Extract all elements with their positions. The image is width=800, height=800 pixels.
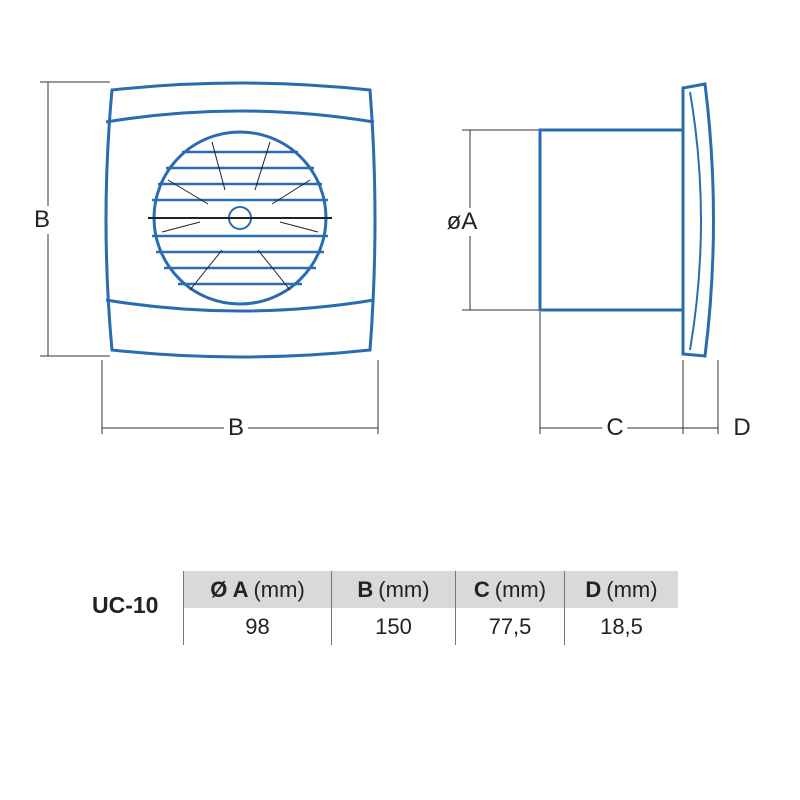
header-a: Ø A(mm) — [183, 571, 331, 608]
value-c: 77,5 — [455, 608, 564, 645]
value-a: 98 — [183, 608, 331, 645]
value-d: 18,5 — [564, 608, 678, 645]
table-header-row: Ø A(mm) B(mm) C(mm) D(mm) — [183, 571, 678, 608]
side-view — [538, 82, 715, 358]
header-b: B(mm) — [331, 571, 455, 608]
header-d: D(mm) — [564, 571, 678, 608]
table-row: 98 150 77,5 18,5 — [183, 608, 678, 645]
dimension-lines — [40, 81, 719, 434]
value-b: 150 — [331, 608, 455, 645]
fan-blades — [161, 141, 319, 291]
front-height-label: B — [29, 206, 55, 234]
depth-d-label: D — [729, 414, 755, 442]
dimensions-table: Ø A(mm) B(mm) C(mm) D(mm) 98 150 77,5 18… — [183, 571, 678, 645]
diameter-label: øA — [442, 208, 482, 236]
front-view — [104, 81, 377, 359]
depth-c-label: C — [602, 414, 628, 442]
model-name: UC-10 — [92, 592, 159, 618]
front-width-label: B — [223, 414, 249, 442]
header-c: C(mm) — [455, 571, 564, 608]
